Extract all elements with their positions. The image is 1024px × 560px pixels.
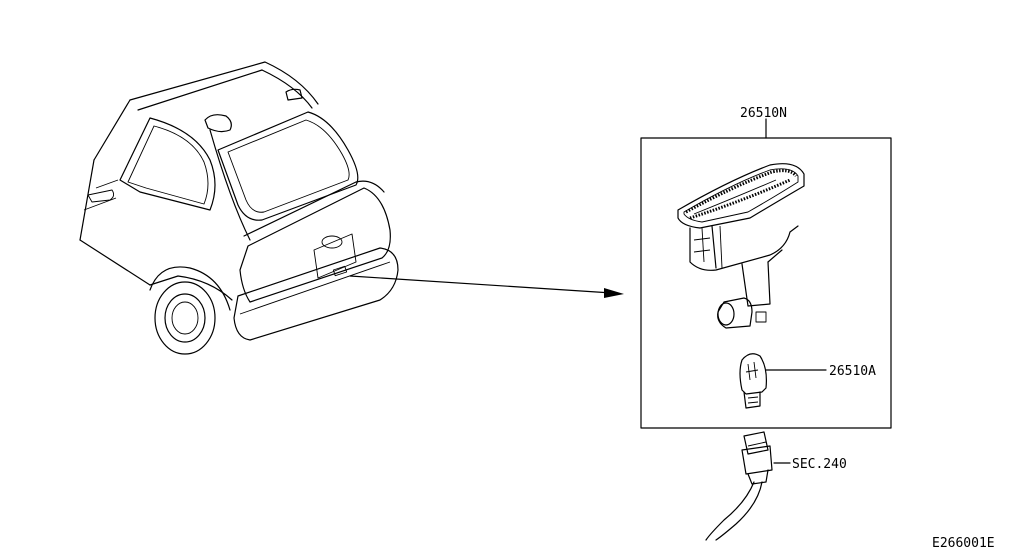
connector-harness: SEC.240	[705, 431, 847, 541]
figure-code: E266001E	[932, 536, 995, 551]
part-label-26510n: 26510N	[740, 106, 787, 121]
part-label-26510a: 26510A	[829, 364, 876, 379]
connector-label-sec240: SEC.240	[792, 457, 847, 472]
car-illustration	[79, 61, 624, 355]
bulb	[739, 353, 767, 409]
license-lamp-assembly	[677, 163, 805, 329]
detail-box: 26510N	[640, 106, 892, 429]
